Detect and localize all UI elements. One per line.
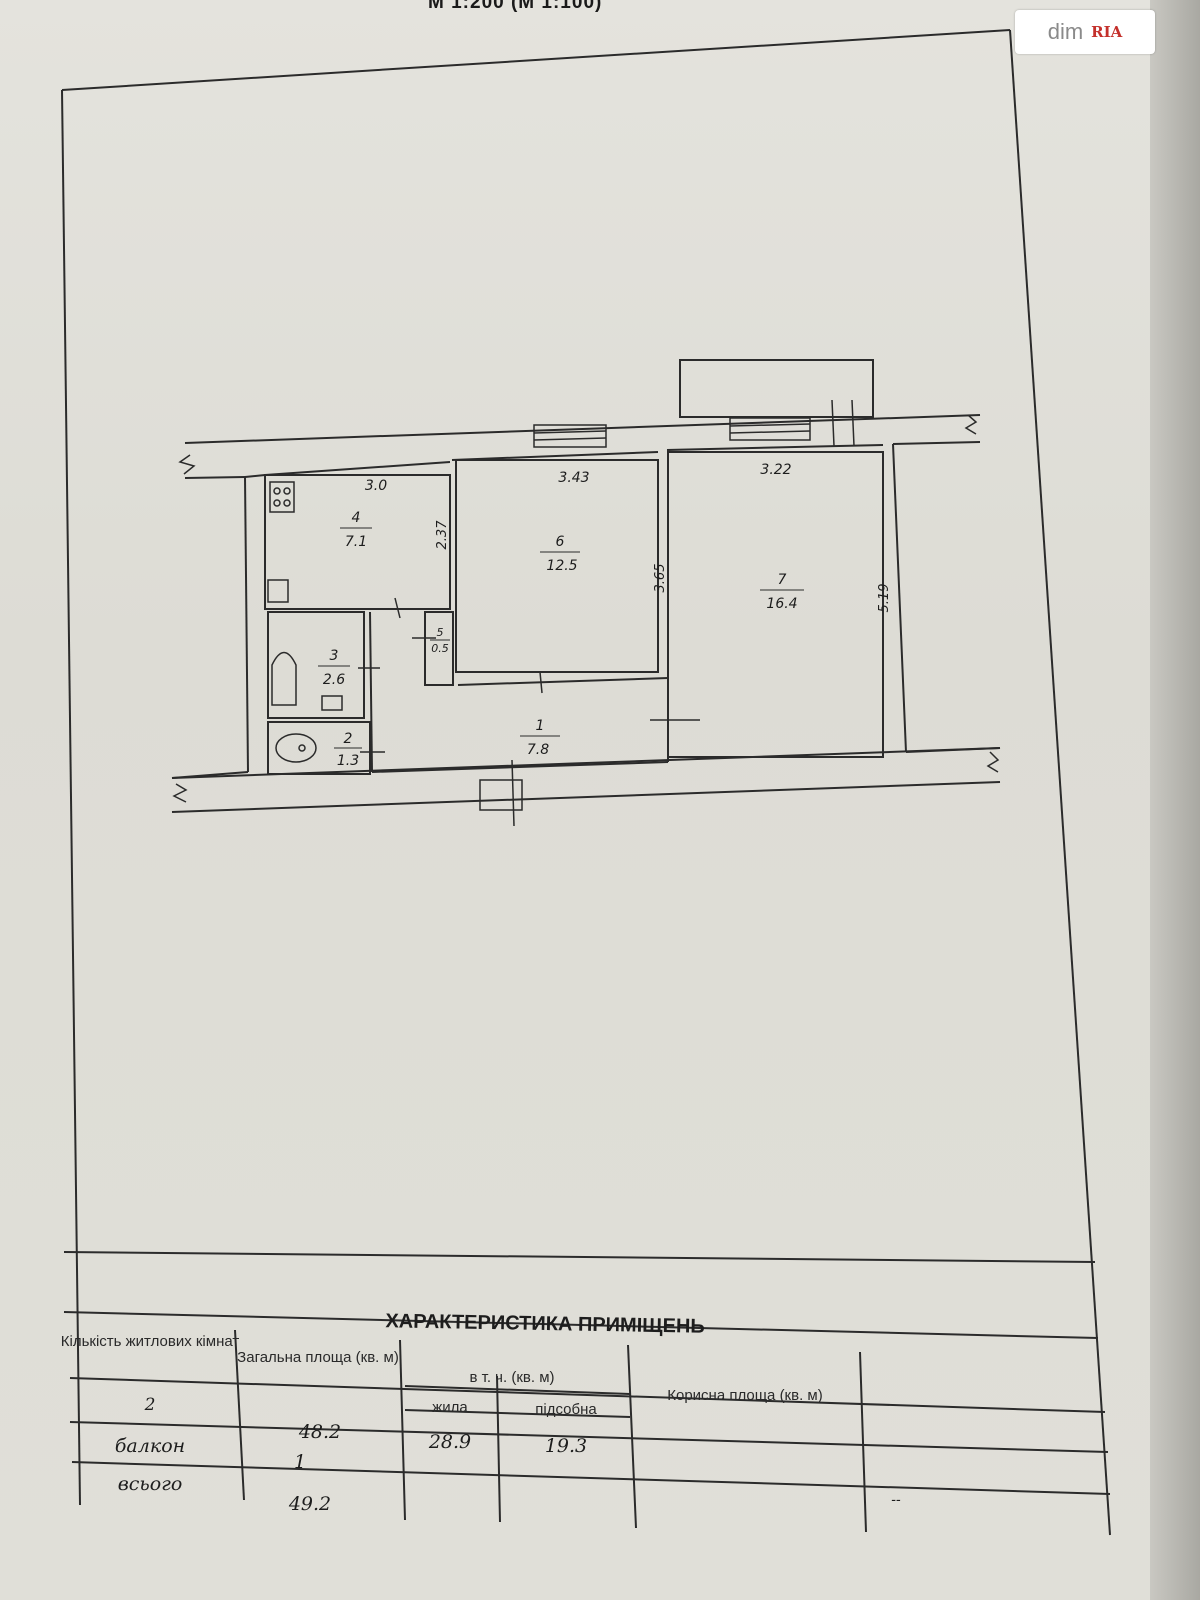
table-dash: -- — [891, 1492, 901, 1508]
dim-kitchen-depth: 2.37 — [435, 520, 450, 550]
row1-auxiliary: 19.3 — [545, 1435, 587, 1457]
svg-text:Кількість житлових кімнат: Кількість житлових кімнат — [61, 1333, 240, 1350]
room-1-area: 7.8 — [527, 742, 549, 758]
row2-total: 1 — [294, 1451, 306, 1473]
dim-room7-depth: 5.19 — [877, 584, 892, 613]
row3-label: всього — [118, 1473, 183, 1495]
windows — [479, 399, 855, 811]
row1-label: 2 — [144, 1395, 156, 1415]
room-7-number: 7 — [778, 572, 787, 588]
sheet-frame — [61, 29, 1111, 1536]
stove-icon — [269, 481, 295, 513]
sheet-edge-shadow — [1150, 0, 1200, 1600]
room-6-number: 6 — [556, 534, 565, 550]
watermark-dim: dim — [1047, 19, 1084, 44]
row2-label: балкон — [115, 1435, 185, 1457]
header-living: жила — [432, 1399, 468, 1416]
svg-text:Корисна площа (кв. м): Корисна площа (кв. м) — [667, 1387, 823, 1404]
dimria-watermark: dim RIA — [1015, 10, 1155, 54]
balcony-outline — [679, 359, 874, 418]
table-title: ХАРАКТЕРИСТИКА ПРИМІЩЕНЬ — [385, 1310, 705, 1338]
exterior-walls — [171, 414, 1001, 813]
dim-room7-width: 3.22 — [760, 462, 791, 478]
floor-plan-drawing: 4 7.1 6 12.5 7 16.4 3 2.6 2 1.3 5 0.5 1 … — [61, 29, 1111, 1536]
header-useful-area: Корисна площа (кв. м) — [667, 1387, 823, 1404]
washbasin-icon — [321, 695, 343, 711]
toilet-icon — [275, 733, 317, 763]
table-values: 2 48.2 28.9 19.3 балкон 1 всього 49.2 -- — [115, 1395, 901, 1515]
header-auxiliary: підсобна — [535, 1401, 597, 1418]
room-6-area: 12.5 — [546, 558, 577, 574]
room-7-area: 16.4 — [766, 596, 797, 612]
header-including: в т. ч. (кв. м) — [470, 1369, 555, 1386]
dim-room6-depth: 3.65 — [653, 564, 668, 593]
svg-text:Загальна площа (кв. м): Загальна площа (кв. м) — [237, 1349, 399, 1366]
row1-living: 28.9 — [428, 1431, 471, 1453]
room-labels: 4 7.1 6 12.5 7 16.4 3 2.6 2 1.3 5 0.5 1 … — [318, 510, 804, 769]
paper-sheet — [0, 0, 1170, 1600]
kitchen-sink-icon — [267, 579, 289, 603]
row1-total: 48.2 — [298, 1421, 341, 1443]
table-headers: Кількість житлових кімнат Загальна площа… — [61, 1333, 823, 1418]
room-4-number: 4 — [352, 510, 361, 526]
characteristics-table — [63, 1251, 1111, 1533]
dim-kitchen-width: 3.0 — [365, 478, 387, 494]
scale-label: M 1:200 (M 1:100) — [428, 0, 603, 13]
room-2-area: 1.3 — [337, 753, 359, 769]
room-3-number: 3 — [330, 648, 339, 664]
header-rooms-count: Кількість житлових кімнат — [61, 1333, 240, 1350]
door-marks — [358, 597, 700, 827]
interior-walls — [264, 443, 1001, 775]
bathtub-icon — [271, 651, 297, 706]
break-symbols — [172, 414, 1000, 803]
room-2-number: 2 — [344, 731, 353, 747]
fixtures — [267, 481, 343, 763]
room-3-area: 2.6 — [323, 672, 345, 688]
room-5-number: 5 — [437, 626, 444, 639]
room-5-area: 0.5 — [431, 642, 449, 655]
header-total-area: Загальна площа (кв. м) — [237, 1349, 399, 1366]
watermark-ria: RIA — [1091, 23, 1123, 41]
row3-total: 49.2 — [288, 1493, 331, 1515]
room-1-number: 1 — [536, 718, 545, 734]
dim-room6-width: 3.43 — [558, 470, 589, 486]
room-4-area: 7.1 — [345, 534, 367, 550]
dimension-labels: 3.0 2.37 3.43 3.65 3.22 5.19 — [365, 462, 892, 612]
